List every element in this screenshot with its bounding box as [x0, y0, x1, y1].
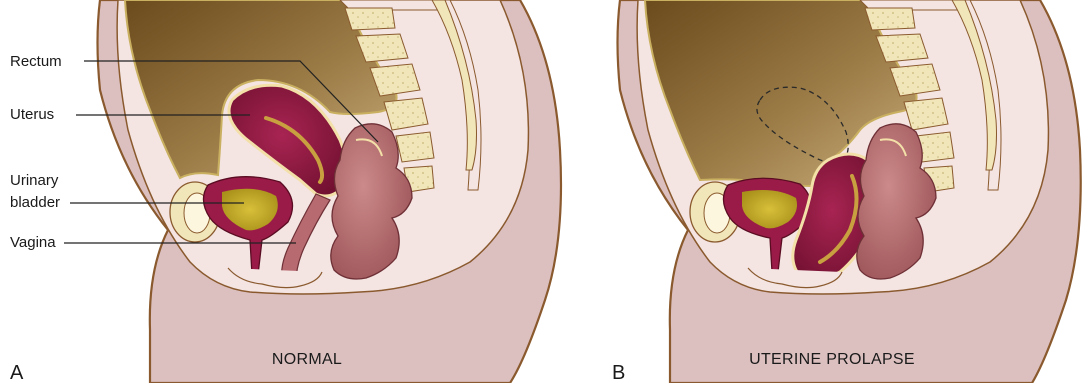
panel-normal: Rectum Uterus Urinary bladder Vagina NOR…	[10, 0, 561, 383]
label-rectum: Rectum	[10, 53, 62, 70]
label-uterus: Uterus	[10, 106, 54, 123]
panel-letter-b: B	[612, 362, 625, 383]
label-vagina: Vagina	[10, 234, 56, 251]
panel-uterine-prolapse: UTERINE PROLAPSE B	[612, 0, 1081, 383]
label-bladder-line1: Urinary	[10, 172, 59, 189]
panel-letter-a: A	[10, 362, 24, 383]
caption-uterine-prolapse: UTERINE PROLAPSE	[749, 351, 915, 368]
label-bladder-line2: bladder	[10, 194, 60, 211]
caption-normal: NORMAL	[272, 351, 342, 368]
